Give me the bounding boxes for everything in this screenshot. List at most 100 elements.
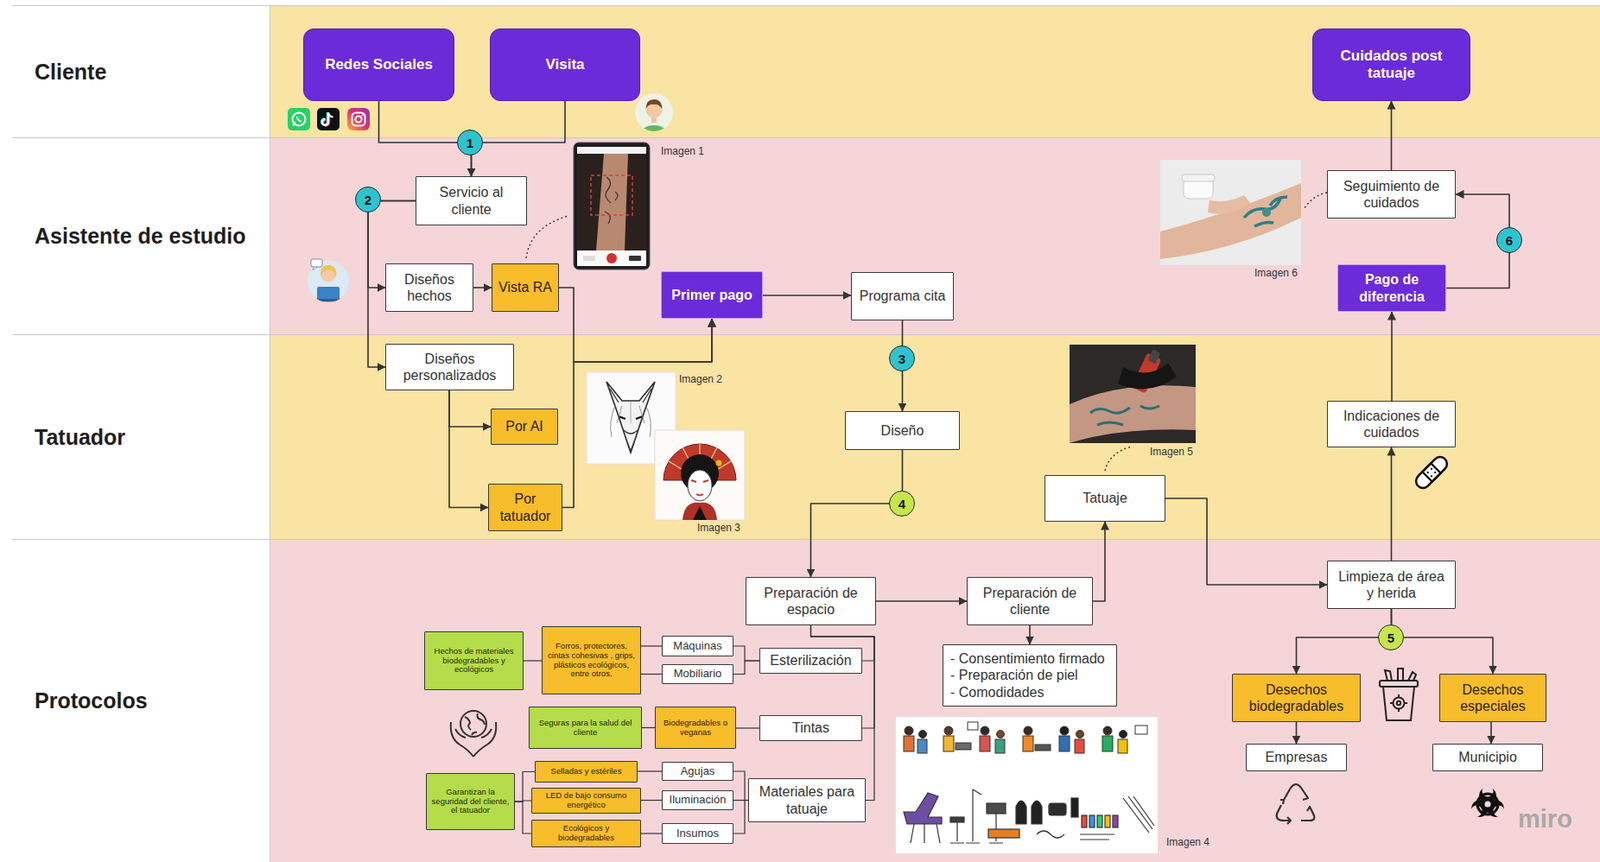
waste-bin-icon xyxy=(1384,668,1416,681)
bracket-line xyxy=(641,832,662,834)
assistant-avatar xyxy=(312,266,318,271)
leader-line xyxy=(1304,192,1327,209)
studio-collage xyxy=(1036,831,1065,839)
node-text: Programa cita xyxy=(859,287,947,305)
callout-number: 2 xyxy=(355,186,381,213)
node-text: Garantizan la seguridad del cliente, el … xyxy=(429,787,512,817)
process-box: Empresas xyxy=(1245,743,1347,772)
tattooing-photo xyxy=(1069,385,1196,444)
phone-image xyxy=(573,142,650,270)
studio-collage xyxy=(979,736,991,752)
phone-image xyxy=(577,250,647,267)
node-text: Mobiliario xyxy=(673,667,723,681)
lane-title: Cliente xyxy=(12,59,263,85)
studio-collage xyxy=(996,730,1005,739)
studio-collage xyxy=(919,730,927,739)
assistant-avatar xyxy=(320,265,337,278)
option-box: Desechos biodegradables xyxy=(1231,673,1361,723)
studio-collage xyxy=(1097,815,1103,828)
callout-number: 1 xyxy=(457,129,483,156)
bandage-icon xyxy=(1426,470,1429,474)
option-box: Por tatuador xyxy=(488,483,563,532)
tattooing-photo xyxy=(1090,406,1160,426)
fox-image xyxy=(623,430,638,451)
instagram-icon xyxy=(352,113,366,127)
waste-bin-icon xyxy=(1383,686,1415,721)
bracket-line xyxy=(733,771,749,801)
node-text: Materiales para tatuaje xyxy=(754,783,860,817)
studio-collage xyxy=(1103,726,1112,736)
swimlane: ProtocolosPreparación de espacioPreparac… xyxy=(12,539,1600,862)
flow-arrow xyxy=(449,390,489,508)
instagram-icon xyxy=(361,114,364,116)
assistant-avatar xyxy=(313,298,343,302)
studio-collage xyxy=(986,803,1006,814)
attribute-box: Ecológicos y biodegradables xyxy=(531,819,642,848)
item-box: Máquinas xyxy=(661,635,734,657)
callout-number: 3 xyxy=(888,345,915,372)
node-text: Servicio al cliente xyxy=(421,184,521,217)
node-text: Cuidados post tatuaje xyxy=(1320,47,1463,83)
studio-collage xyxy=(1076,730,1085,739)
studio-collage xyxy=(1015,800,1027,825)
phone-image xyxy=(596,153,629,251)
phone-image xyxy=(577,146,647,154)
waste-bin-icon xyxy=(1379,668,1418,721)
flow-arrow xyxy=(558,287,712,362)
attribute-box: LED de bajo consumo energético xyxy=(531,787,642,814)
geisha-image xyxy=(692,506,707,521)
flow-arrow xyxy=(368,201,416,369)
eco-globe-icon xyxy=(455,729,492,738)
recycle-icon xyxy=(1276,784,1315,825)
studio-collage xyxy=(950,817,965,823)
process-box: Materiales para tatuaje xyxy=(748,778,866,823)
bracket-line xyxy=(641,673,662,675)
instagram-icon xyxy=(355,115,362,122)
node-text: Esterilización xyxy=(769,652,851,669)
tattooing-photo xyxy=(1117,362,1177,389)
instagram-icon xyxy=(347,107,370,131)
bandage-icon xyxy=(1429,467,1433,470)
event-box: Redes Sociales xyxy=(303,28,455,102)
node-text: Redes Sociales xyxy=(324,56,433,74)
bracket-line xyxy=(733,660,760,675)
studio-collage xyxy=(1112,815,1118,828)
process-box: Municipio xyxy=(1432,743,1543,772)
bracket-line xyxy=(523,660,542,661)
flow-arrow xyxy=(1390,447,1393,561)
event-box: Cuidados post tatuaje xyxy=(1312,28,1471,102)
bracket-line xyxy=(637,770,662,772)
flow-arrow xyxy=(562,318,712,508)
bandage-icon xyxy=(1413,454,1450,491)
flow-arrow xyxy=(1296,609,1392,674)
aftercare-photo xyxy=(1160,159,1302,266)
flow-arrow xyxy=(368,201,416,289)
studio-collage xyxy=(903,793,942,825)
assistant-avatar xyxy=(307,260,350,303)
node-text: Limpieza de área y herida xyxy=(1333,568,1450,602)
fox-image xyxy=(630,401,632,424)
node-text: Diseños hechos xyxy=(391,271,468,305)
bracket-line xyxy=(811,625,876,661)
geisha-image xyxy=(687,469,712,502)
waste-bin-icon xyxy=(1393,698,1405,710)
eco-globe-icon xyxy=(460,711,487,737)
tattooing-photo xyxy=(1147,349,1161,365)
node-text: Ecológicos y biodegradables xyxy=(534,824,638,844)
node-text: Agujas xyxy=(680,765,716,779)
client-avatar xyxy=(640,125,668,145)
tiktok-icon xyxy=(317,107,340,131)
studio-collage xyxy=(965,789,982,844)
process-box: Preparación de espacio xyxy=(745,577,877,626)
process-box: Diseños personalizados xyxy=(385,343,515,391)
item-box: Agujas xyxy=(661,761,734,781)
benefit-box: Garantizan la seguridad del cliente, el … xyxy=(425,773,515,831)
studio-collage xyxy=(910,824,940,844)
node-text: Insumos xyxy=(676,827,719,841)
bracket-line xyxy=(641,800,662,801)
studio-collage xyxy=(1117,739,1128,754)
studio-collage xyxy=(917,739,927,754)
node-text: Iluminación xyxy=(669,793,727,807)
tiktok-icon xyxy=(317,107,340,131)
